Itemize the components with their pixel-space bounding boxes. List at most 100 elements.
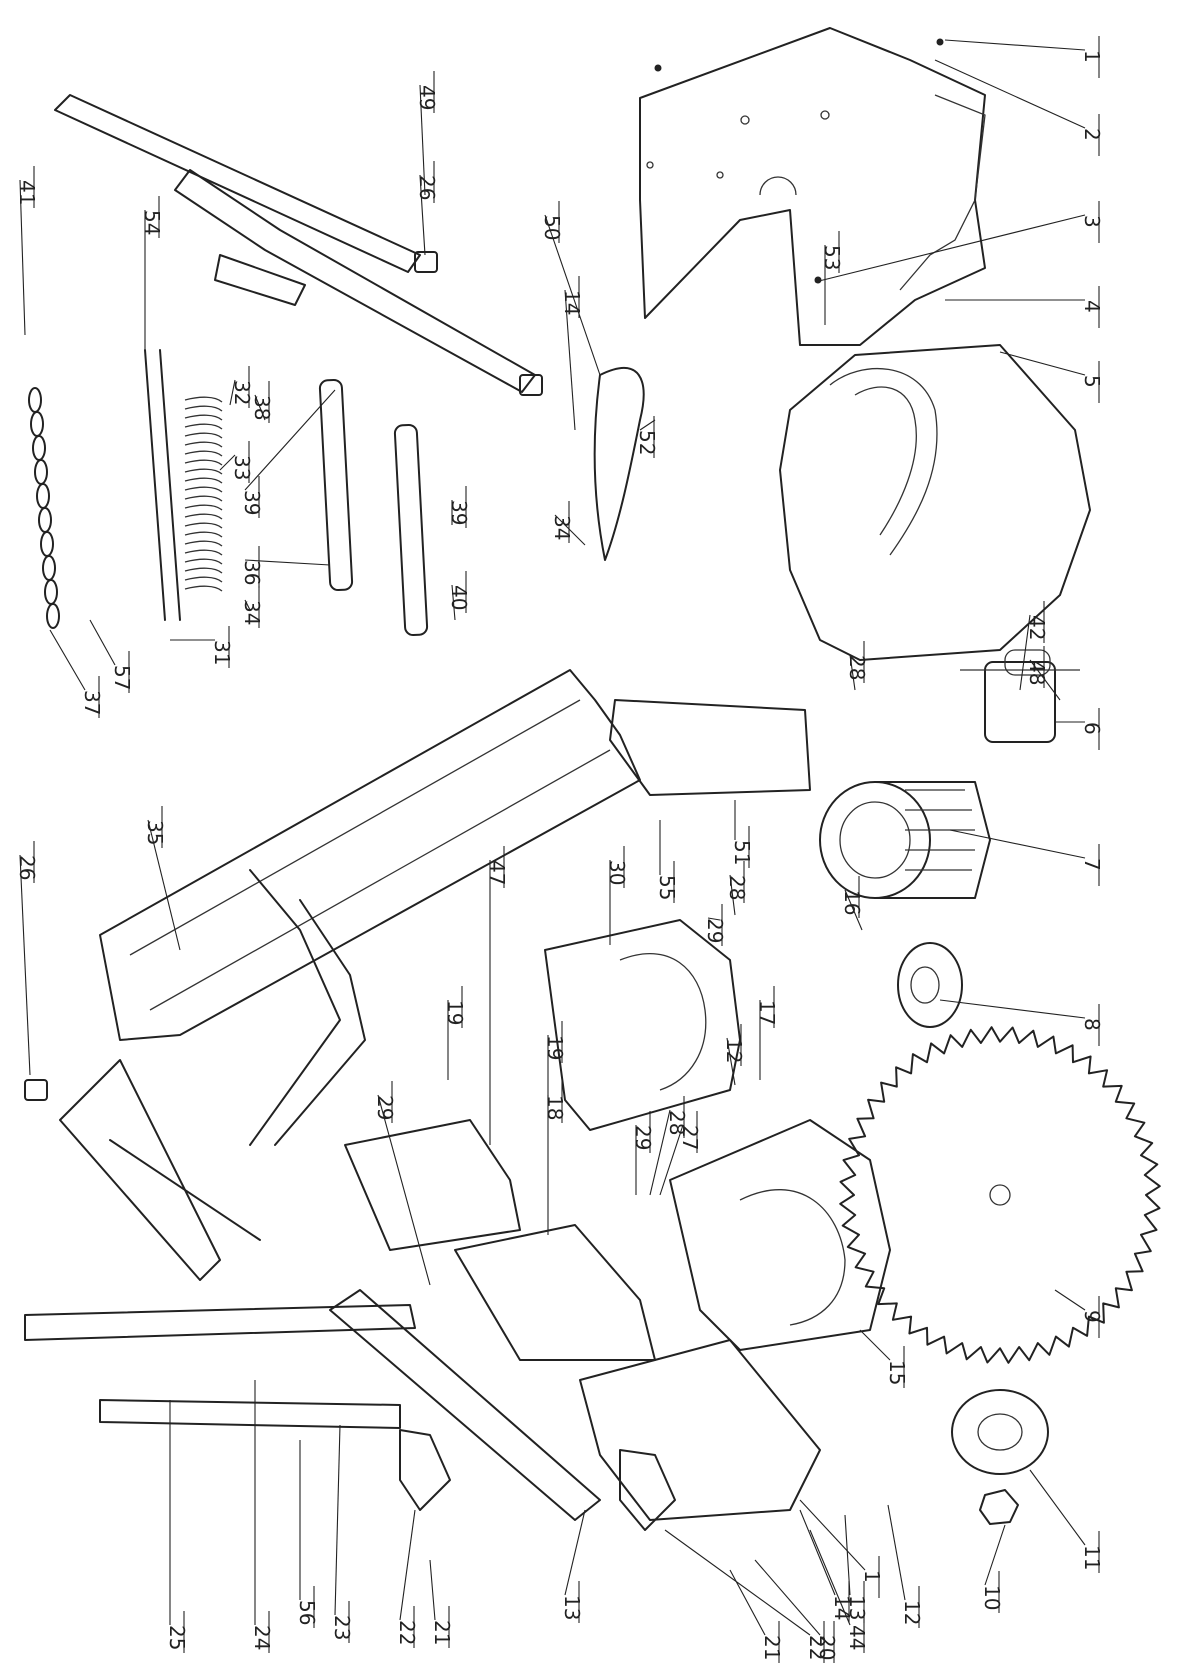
callout-label-c23: 23 xyxy=(330,1615,354,1640)
callout-label-c34a: 34 xyxy=(240,600,264,625)
chain-link xyxy=(32,435,46,461)
callout-label-c47: 47 xyxy=(485,860,509,885)
leader-line-c26a xyxy=(419,174,426,256)
callout-label-c19a: 19 xyxy=(443,1000,467,1025)
leader-line-c28a xyxy=(849,654,856,691)
callout-label-c38: 38 xyxy=(250,395,274,420)
callout-label-c19b: 19 xyxy=(543,1035,567,1060)
leader-line-c10 xyxy=(984,1524,1006,1586)
callout-label-c29c: 29 xyxy=(373,1095,397,1120)
callout-label-c11: 11 xyxy=(1080,1545,1104,1570)
spring-assembly xyxy=(144,349,223,621)
callout-label-c8: 8 xyxy=(1080,1018,1104,1031)
leader-line-c34a xyxy=(244,599,251,611)
leader-line-c9 xyxy=(1054,1289,1086,1311)
callout-label-c9: 9 xyxy=(1080,1310,1104,1323)
leader-line-c2 xyxy=(934,59,1086,129)
callout-label-c18: 18 xyxy=(543,1095,567,1120)
leader-line-c39a xyxy=(244,389,336,491)
leader-line-c57 xyxy=(89,619,116,666)
leader-line-c16 xyxy=(844,889,863,931)
leader-line-c14b xyxy=(799,1509,836,1596)
callout-label-c22b: 22 xyxy=(805,1635,829,1660)
chain-link xyxy=(36,483,50,509)
linkage-bars xyxy=(318,378,429,637)
callout-label-c12a: 12 xyxy=(722,1038,746,1063)
blade-nut xyxy=(979,1489,1019,1525)
callout-label-c57: 57 xyxy=(110,665,134,690)
side-cover-lower xyxy=(669,1119,891,1351)
callout-label-c52: 52 xyxy=(635,430,659,455)
callout-label-c56: 56 xyxy=(295,1600,319,1625)
side-cover-upper xyxy=(544,919,741,1131)
leader-line-c3 xyxy=(814,214,1086,283)
leader-line-c21a xyxy=(429,1559,436,1621)
leader-line-c29c xyxy=(377,1094,431,1286)
callout-label-c54: 54 xyxy=(140,210,164,235)
swing-arm xyxy=(54,94,543,396)
callout-label-c33: 33 xyxy=(230,455,254,480)
callout-label-c34b: 34 xyxy=(550,515,574,540)
callout-label-c51: 51 xyxy=(730,840,754,865)
leader-line-c26b xyxy=(19,854,31,1076)
stand-feet xyxy=(399,1429,676,1531)
chain-link xyxy=(30,411,44,437)
chain xyxy=(28,387,60,629)
callout-label-c14b: 14 xyxy=(830,1595,854,1620)
chain-link xyxy=(28,387,42,413)
callout-label-c40: 40 xyxy=(447,585,471,610)
leader-line-c50 xyxy=(544,214,601,376)
chain-link xyxy=(34,459,48,485)
callout-label-c16: 16 xyxy=(840,890,864,915)
callout-label-c31: 31 xyxy=(210,640,234,665)
callout-label-c17: 17 xyxy=(755,1000,779,1025)
leader-line-c41 xyxy=(19,179,26,336)
leader-line-c52 xyxy=(639,419,656,431)
leader-line-c42 xyxy=(1019,614,1031,691)
callout-label-c26b: 26 xyxy=(15,855,39,880)
chain-link xyxy=(44,579,58,605)
callout-label-c36: 36 xyxy=(240,560,264,585)
callout-label-c22a: 22 xyxy=(395,1620,419,1645)
leader-line-c48 xyxy=(1029,659,1061,701)
leader-line-c40 xyxy=(451,584,456,621)
callout-label-c27: 27 xyxy=(678,1125,702,1150)
chain-link xyxy=(42,555,56,581)
leader-line-c8 xyxy=(939,999,1086,1019)
leader-line-c1b xyxy=(799,1499,866,1571)
callout-label-c29b: 29 xyxy=(631,1125,655,1150)
callout-label-c14a: 14 xyxy=(560,290,584,315)
callout-label-c53: 53 xyxy=(820,245,844,270)
blade-flange xyxy=(897,942,963,1028)
leader-line-c44 xyxy=(809,1529,851,1626)
callout-label-c2: 2 xyxy=(1080,128,1104,141)
callout-label-c7: 7 xyxy=(1080,858,1104,871)
leader-line-c11 xyxy=(1029,1469,1086,1546)
chain-link xyxy=(38,507,52,533)
motor-switch xyxy=(960,649,1080,743)
leader-line-c34b xyxy=(554,514,586,546)
callout-label-c1b: 1 xyxy=(860,1570,884,1583)
leader-line-c27 xyxy=(659,1124,684,1196)
main-frame xyxy=(99,669,811,1146)
guard-plates xyxy=(344,1119,821,1521)
chain-link xyxy=(46,603,60,629)
upper-blade-guard xyxy=(639,27,986,346)
callout-label-c28a: 28 xyxy=(845,655,869,680)
callout-label-c28b: 28 xyxy=(665,1110,689,1135)
leader-line-c49 xyxy=(419,84,426,196)
callout-label-c50: 50 xyxy=(540,215,564,240)
riving-knife xyxy=(593,367,645,561)
callout-label-c55: 55 xyxy=(655,875,679,900)
callout-label-c25: 25 xyxy=(165,1625,189,1650)
leader-line-c28b xyxy=(649,1109,671,1196)
lower-blade-guard xyxy=(779,344,1091,661)
saw-blade xyxy=(839,1026,1161,1364)
callout-label-c20: 20 xyxy=(815,1635,839,1660)
callout-label-c41: 41 xyxy=(15,180,39,205)
callout-label-c42: 42 xyxy=(1025,615,1049,640)
callout-label-c21a: 21 xyxy=(430,1620,454,1645)
callout-label-c15: 15 xyxy=(885,1360,909,1385)
